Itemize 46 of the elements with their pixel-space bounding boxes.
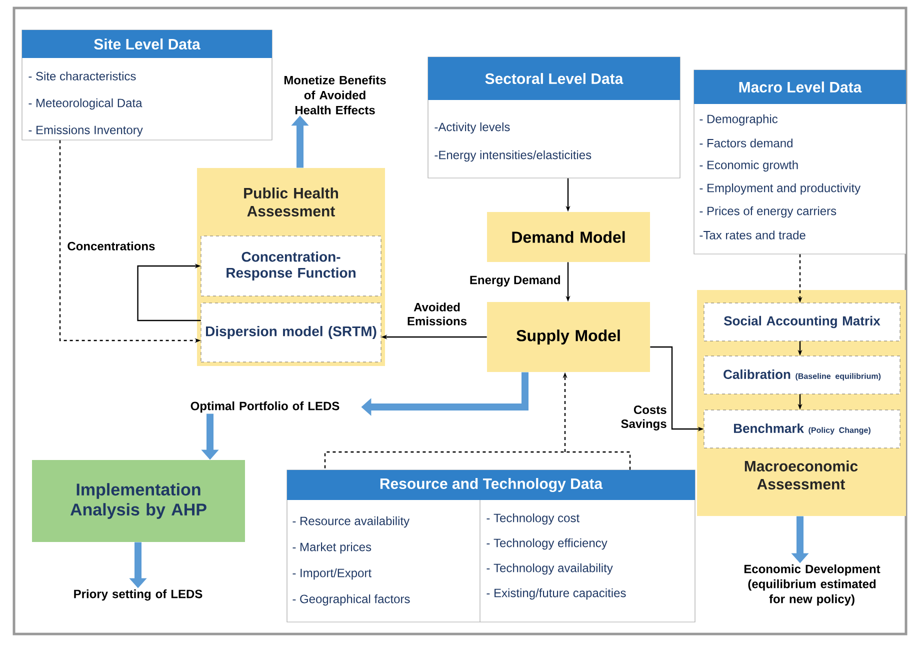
panel-heading: Resource and Technology Data: [380, 478, 603, 492]
list-item: - Technology availability: [486, 563, 613, 575]
edge-label: Concentrations: [66, 240, 156, 252]
data-panel: [694, 70, 906, 254]
list-item: - Resource availability: [292, 516, 410, 528]
list-item: - Emissions Inventory: [28, 125, 143, 137]
dashed-box: Dispersion model (SRTM): [200, 302, 382, 362]
group-heading: Public Health Assessment: [244, 188, 338, 216]
dashed-box: Calibration (Baseline equilibrium): [704, 356, 900, 394]
data-panel: [286, 470, 696, 622]
flow-text: Monetize Benefits of Avoided Health Effects: [284, 76, 386, 114]
panel-heading: Site Level Data: [94, 38, 200, 50]
list-item: -Tax rates and trade: [700, 230, 806, 240]
process-box: Implementation Analysis by AHP: [32, 460, 245, 542]
list-item: -Activity levels: [434, 122, 510, 134]
list-item: - Technology cost: [486, 513, 580, 525]
model-box: Supply Model: [487, 302, 650, 372]
list-item: - Existing/future capacities: [486, 588, 626, 600]
arrow: [137, 264, 201, 322]
list-item: -Energy intensities/elasticities: [434, 150, 592, 162]
data-panel: [22, 30, 272, 140]
list-item: - Employment and productivity: [700, 183, 861, 195]
group-heading: Macroeconomic Assessment: [744, 460, 858, 490]
list-item: - Demographic: [700, 114, 778, 126]
list-item: - Factors demand: [700, 138, 792, 148]
flow-text: Priory setting of LEDS: [74, 589, 202, 601]
list-item: - Economic growth: [700, 160, 798, 172]
panel-heading: Sectoral Level Data: [485, 73, 624, 84]
edge-label: Costs Savings: [616, 404, 668, 432]
dashed-box: Benchmark (Policy Change): [704, 410, 900, 448]
edge-label: Avoided Emissions: [401, 302, 473, 326]
dashed-box: Concentration-Response Function: [200, 236, 382, 296]
list-item: - Meteorological Data: [28, 98, 142, 110]
flow-text: Optimal Portfolio of LEDS: [190, 401, 340, 413]
model-box: Demand Model: [487, 212, 650, 262]
data-panel: [428, 56, 680, 178]
list-item: - Market prices: [292, 542, 372, 554]
flow-text: Economic Development (equilibrium estimated for new policy): [744, 564, 880, 606]
list-item: - Import/Export: [292, 568, 372, 580]
list-item: - Prices of energy carriers: [700, 206, 836, 218]
list-item: - Site characteristics: [28, 72, 136, 80]
list-item: - Geographical factors: [292, 594, 410, 606]
dashed-box: Social Accounting Matrix: [704, 302, 900, 342]
list-item: - Technology efficiency: [486, 538, 608, 550]
panel-heading: Macro Level Data: [739, 82, 862, 92]
edge-label: Energy Demand: [468, 274, 562, 288]
